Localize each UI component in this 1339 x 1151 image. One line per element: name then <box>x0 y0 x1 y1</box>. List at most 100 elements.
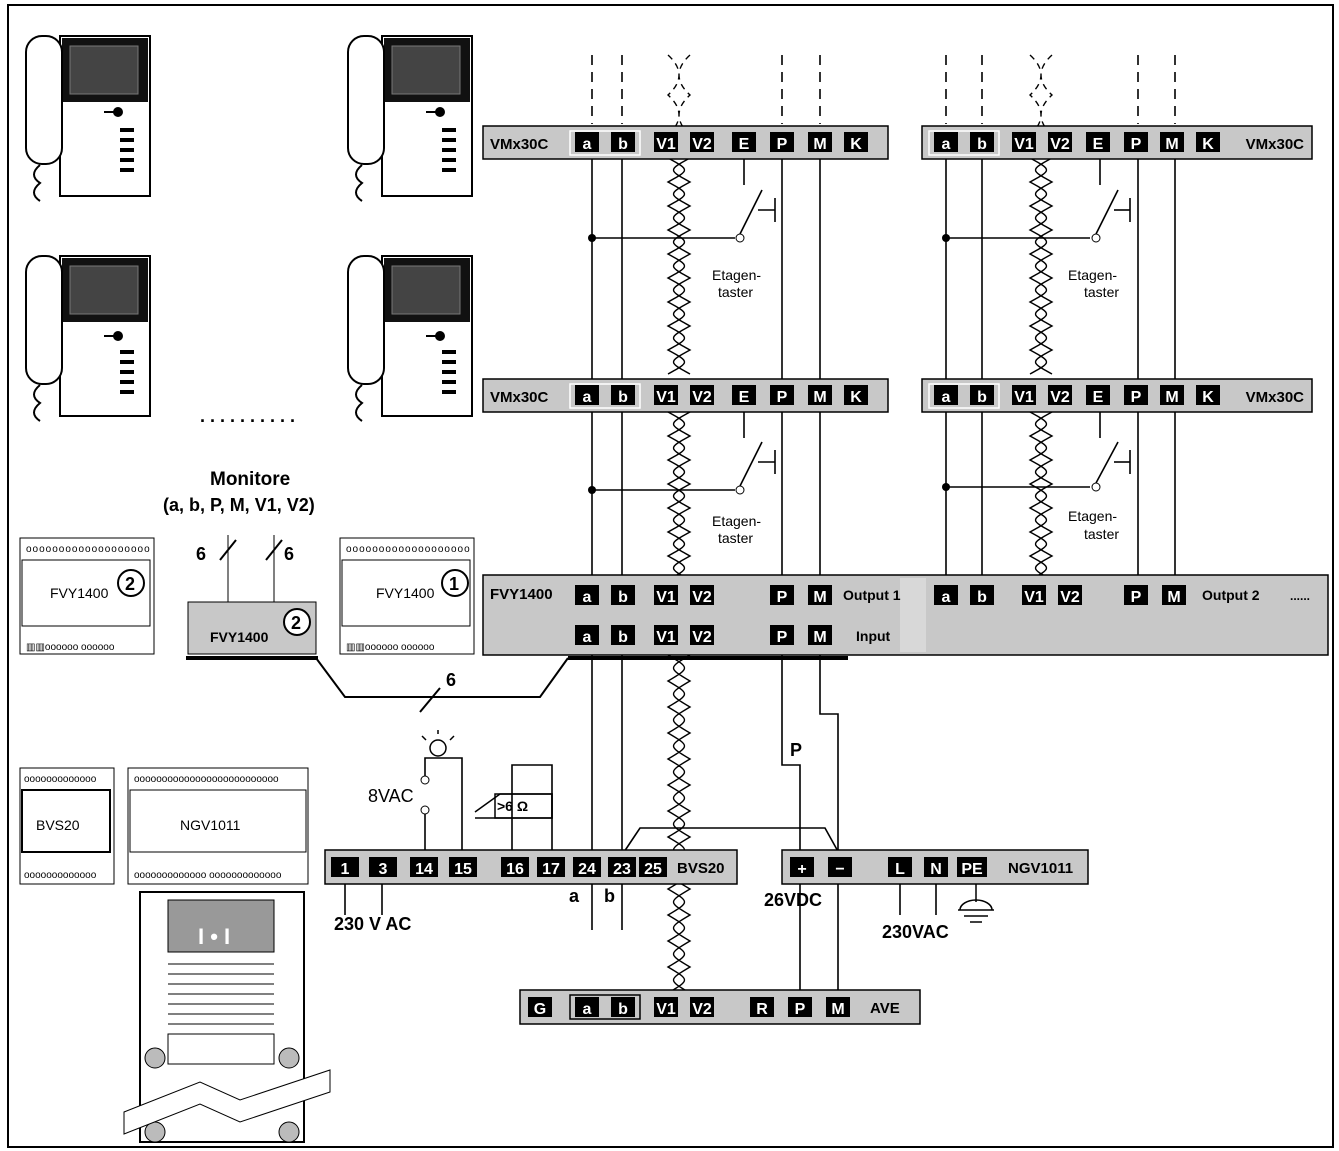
vm2-terminal-p <box>1124 132 1148 152</box>
vm4-terminal-m-label: M <box>1165 389 1178 406</box>
vm4-terminal-k <box>1196 385 1220 405</box>
ave-terminal-b <box>611 997 635 1017</box>
vm1-terminal-m-label: M <box>813 136 826 153</box>
vm4-terminal-a <box>934 385 958 405</box>
vm1-terminal-p-label: P <box>777 136 788 153</box>
bvs20-terminal-15 <box>449 857 477 877</box>
fvy1400-out2-terminal-a <box>934 585 958 605</box>
fvy1400-out1-terminal-m <box>808 585 832 605</box>
vm4-terminal-b <box>970 385 994 405</box>
vm4-terminal-v2 <box>1048 385 1072 405</box>
switch-contacts <box>420 233 1101 815</box>
vm3-terminal-a <box>575 385 599 405</box>
vm3-name: VMx30C <box>490 389 549 406</box>
ngv1011-terminal-3 <box>924 857 948 877</box>
vm2-terminal-k <box>1196 132 1220 152</box>
vm3-terminal-b-label: b <box>618 389 628 406</box>
vm4-terminal-e <box>1086 385 1110 405</box>
vm2-terminal-b <box>970 132 994 152</box>
fvy1400-out2-terminal-v2 <box>1058 585 1082 605</box>
vm1-terminal-e <box>732 132 756 152</box>
door-station-illustration: I • I <box>123 891 331 1143</box>
ave-terminal-v1-label: V1 <box>656 1001 676 1018</box>
ave-terminal-v2 <box>690 997 714 1017</box>
ngv1011-terminal-0 <box>790 857 814 877</box>
vm2-terminal-m-label: M <box>1165 136 1178 153</box>
svg-text:▥▥oooooo oooooo: ▥▥oooooo oooooo <box>26 642 115 653</box>
vm2-terminal-v2 <box>1048 132 1072 152</box>
vm2-terminal-v2-label: V2 <box>1050 136 1070 153</box>
fvy1400-in-terminal-v1-label: V1 <box>656 629 676 646</box>
etagentaster-label-4a: Etagen- <box>1068 508 1117 524</box>
vm1-terminal-a-label: a <box>583 136 592 153</box>
svg-text:ooooooooooooooooooo: ooooooooooooooooooo <box>346 544 471 555</box>
vm3-terminal-v2-label: V2 <box>692 389 712 406</box>
ngv1011-terminal-1-label: − <box>835 861 844 878</box>
etagentaster-label-4b: taster <box>1084 526 1119 542</box>
ave-terminal-m <box>826 997 850 1017</box>
fvy1400-out1-terminal-p <box>770 585 794 605</box>
fvy1400-out2-terminal-m <box>1162 585 1186 605</box>
fvy1400-in-terminal-p <box>770 625 794 645</box>
vm3-terminal-p <box>770 385 794 405</box>
fvy1400-in-terminal-v2 <box>690 625 714 645</box>
ave-terminal-a <box>575 997 599 1017</box>
monitore-subtitle: (a, b, P, M, V1, V2) <box>163 495 315 515</box>
vm3-terminal-m <box>808 385 832 405</box>
a-wire-label: a <box>569 886 580 906</box>
etagentaster-label-2b: taster <box>1084 284 1119 300</box>
bvs20-terminal-16 <box>501 857 529 877</box>
ngv1011-terminal-2-label: L <box>895 861 905 878</box>
ave-terminal-p-label: P <box>795 1001 806 1018</box>
ave-terminal-v1 <box>654 997 678 1017</box>
bvs20-name: BVS20 <box>677 860 725 877</box>
fvy1400-out2-terminal-m-label: M <box>1167 589 1180 606</box>
fvy1400-out2-terminal-v1-label: V1 <box>1024 589 1044 606</box>
fvy1400-output2-label: Output 2 <box>1202 587 1260 603</box>
fvy1400-module-illustration-1: ooooooooooooooooooo ▥▥oooooo oooooo FVY1… <box>339 537 475 655</box>
vm2-terminal-b-label: b <box>977 136 987 153</box>
fvy1400-out1-terminal-b <box>611 585 635 605</box>
bvs20-terminal-15-label: 15 <box>454 861 472 878</box>
bvs20-terminal-24 <box>573 857 601 877</box>
vm2-terminal-m <box>1160 132 1184 152</box>
monitore-title: Monitore <box>210 469 290 490</box>
monitor-illustration-3 <box>25 255 151 422</box>
wire-count-6-left: 6 <box>196 544 206 564</box>
bvs20-terminal-23 <box>608 857 636 877</box>
p-wire-label: P <box>790 740 802 760</box>
vm4-terminal-m <box>1160 385 1184 405</box>
vm4-terminal-v1-label: V1 <box>1014 389 1034 406</box>
vm1-name: VMx30C <box>490 136 549 153</box>
fvy1400-small-label-2: FVY1400 <box>50 585 109 601</box>
wire-count-6-bus: 6 <box>446 670 456 690</box>
ave-terminal-m-label: M <box>831 1001 844 1018</box>
fvy1400-box-label: FVY1400 <box>210 629 269 645</box>
vm3-terminal-v1-label: V1 <box>656 389 676 406</box>
ave-terminal-r-label: R <box>756 1001 768 1018</box>
ngv1011-name: NGV1011 <box>1008 860 1073 877</box>
bvs20-terminal-23-label: 23 <box>613 861 631 878</box>
svg-text:ooooooooooooo: ooooooooooooo <box>24 774 97 785</box>
ave-terminal-b-label: b <box>618 1001 628 1018</box>
vm4-terminal-v1 <box>1012 385 1036 405</box>
fvy1400-out1-terminal-m-label: M <box>813 589 826 606</box>
fvy1400-out2-terminal-p <box>1124 585 1148 605</box>
ave-terminal-p <box>788 997 812 1017</box>
fvy1400-out2-terminal-v2-label: V2 <box>1060 589 1080 606</box>
vm2-terminal-k-label: K <box>1202 136 1214 153</box>
bvs20-terminal-17 <box>537 857 565 877</box>
fvy1400-out2-terminal-p-label: P <box>1131 589 1142 606</box>
frame <box>7 4 1334 1148</box>
svg-text:▥▥oooooo oooooo: ▥▥oooooo oooooo <box>346 642 435 653</box>
bvs20-terminal-25-label: 25 <box>644 861 662 878</box>
bus-cable-6 <box>315 657 569 698</box>
vm1-terminal-p <box>770 132 794 152</box>
fvy1400-output1-label: Output 1 <box>843 587 901 603</box>
vm3-terminal-v2 <box>690 385 714 405</box>
lamp-icon <box>421 730 455 757</box>
vm1-terminal-b-label: b <box>618 136 628 153</box>
circle-number-2-box: 2 <box>291 613 301 633</box>
vm3-terminal-e-label: E <box>739 389 750 406</box>
